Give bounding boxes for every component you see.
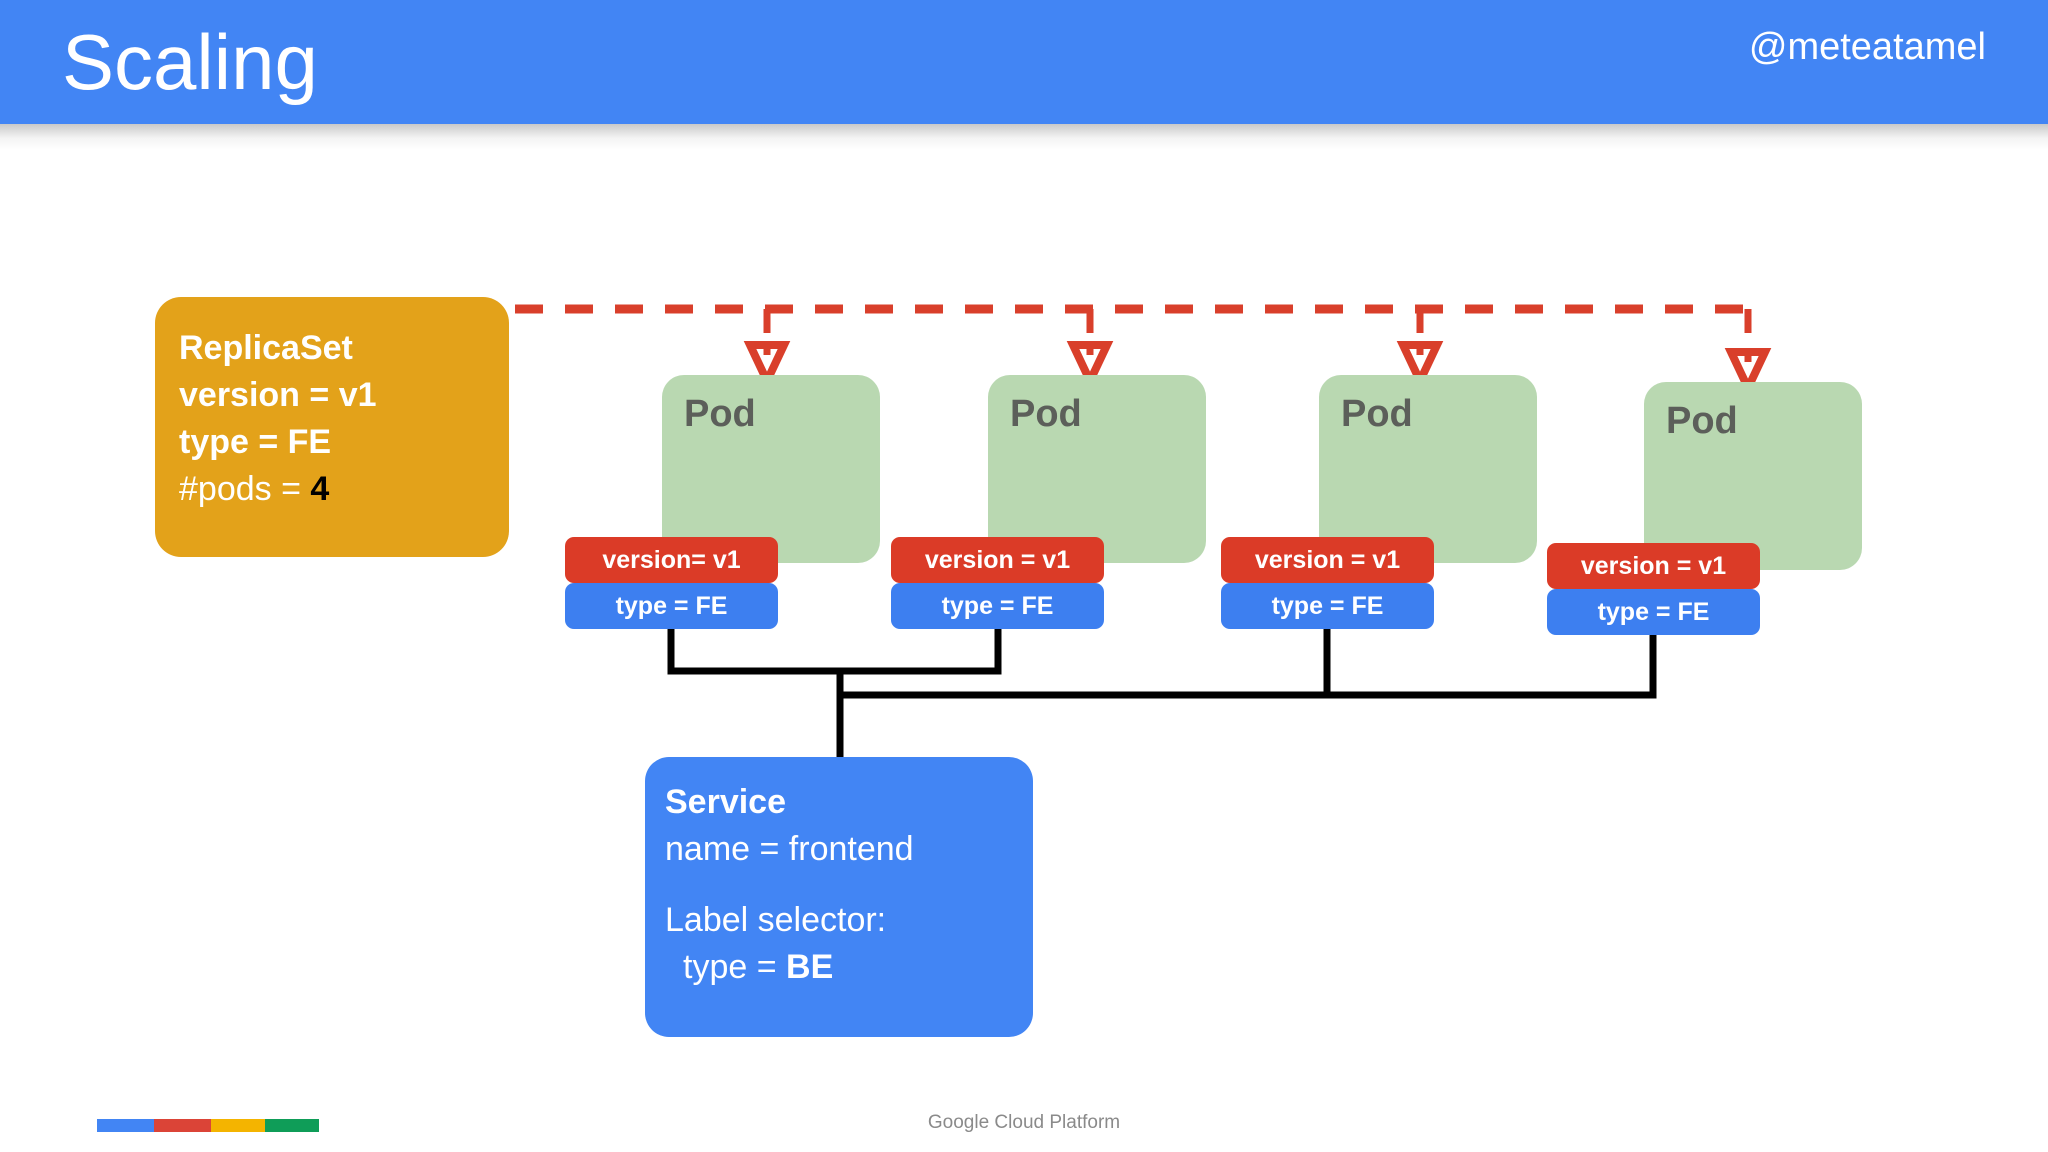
slide-header-bar <box>0 0 2048 124</box>
pod-label: Pod <box>684 393 756 435</box>
replicaset-box: ReplicaSet version = v1 type = FE #pods … <box>155 297 509 557</box>
pod-version-chip: version= v1 <box>565 537 778 583</box>
logo-segment-yellow <box>210 1119 265 1132</box>
pod-box: Pod <box>988 375 1206 563</box>
footer-text: Google Cloud Platform <box>927 1112 1121 1133</box>
pod-type-chip: type = FE <box>1547 589 1760 635</box>
google-logo-bar <box>97 1119 319 1132</box>
logo-segment-green <box>264 1119 319 1132</box>
service-spacer <box>665 873 1033 897</box>
service-selector-key: type = <box>683 948 787 986</box>
service-selector-label: Label selector: <box>665 901 887 939</box>
pod-version-chip: version = v1 <box>1221 537 1434 583</box>
pod-type-chip: type = FE <box>1221 583 1434 629</box>
service-link-pods-3-4 <box>1323 625 1657 699</box>
replicaset-podcount-row: #pods = 4 <box>179 466 509 513</box>
header-shadow <box>0 124 2048 150</box>
replicaset-title: ReplicaSet <box>179 329 353 367</box>
replicaset-podcount-value: 4 <box>310 470 330 508</box>
service-title: Service <box>665 783 786 821</box>
author-handle: @meteatamel <box>1748 26 1986 68</box>
service-name: name = frontend <box>665 830 914 868</box>
service-selector-row: type = BE <box>665 944 1033 991</box>
pod-version-chip: version = v1 <box>891 537 1104 583</box>
pod-label: Pod <box>1010 393 1082 435</box>
service-link-pods-1-2 <box>667 625 1002 675</box>
pod-box: Pod <box>1319 375 1537 563</box>
pod-type-chip: type = FE <box>891 583 1104 629</box>
pod-box: Pod <box>1644 382 1862 570</box>
replicaset-version: version = v1 <box>179 376 377 414</box>
pod-label: Pod <box>1666 400 1738 442</box>
replicaset-podcount-label: #pods = <box>179 470 311 508</box>
service-selector-value: BE <box>786 948 834 986</box>
pod-type-chip: type = FE <box>565 583 778 629</box>
logo-segment-red <box>153 1119 211 1132</box>
pod-version-chip: version = v1 <box>1547 543 1760 589</box>
logo-segment-blue <box>97 1119 154 1132</box>
pod-box: Pod <box>662 375 880 563</box>
replicaset-type: type = FE <box>179 423 332 461</box>
service-box: Service name = frontend Label selector: … <box>645 757 1033 1037</box>
pod-label: Pod <box>1341 393 1413 435</box>
page-title: Scaling <box>62 18 318 106</box>
